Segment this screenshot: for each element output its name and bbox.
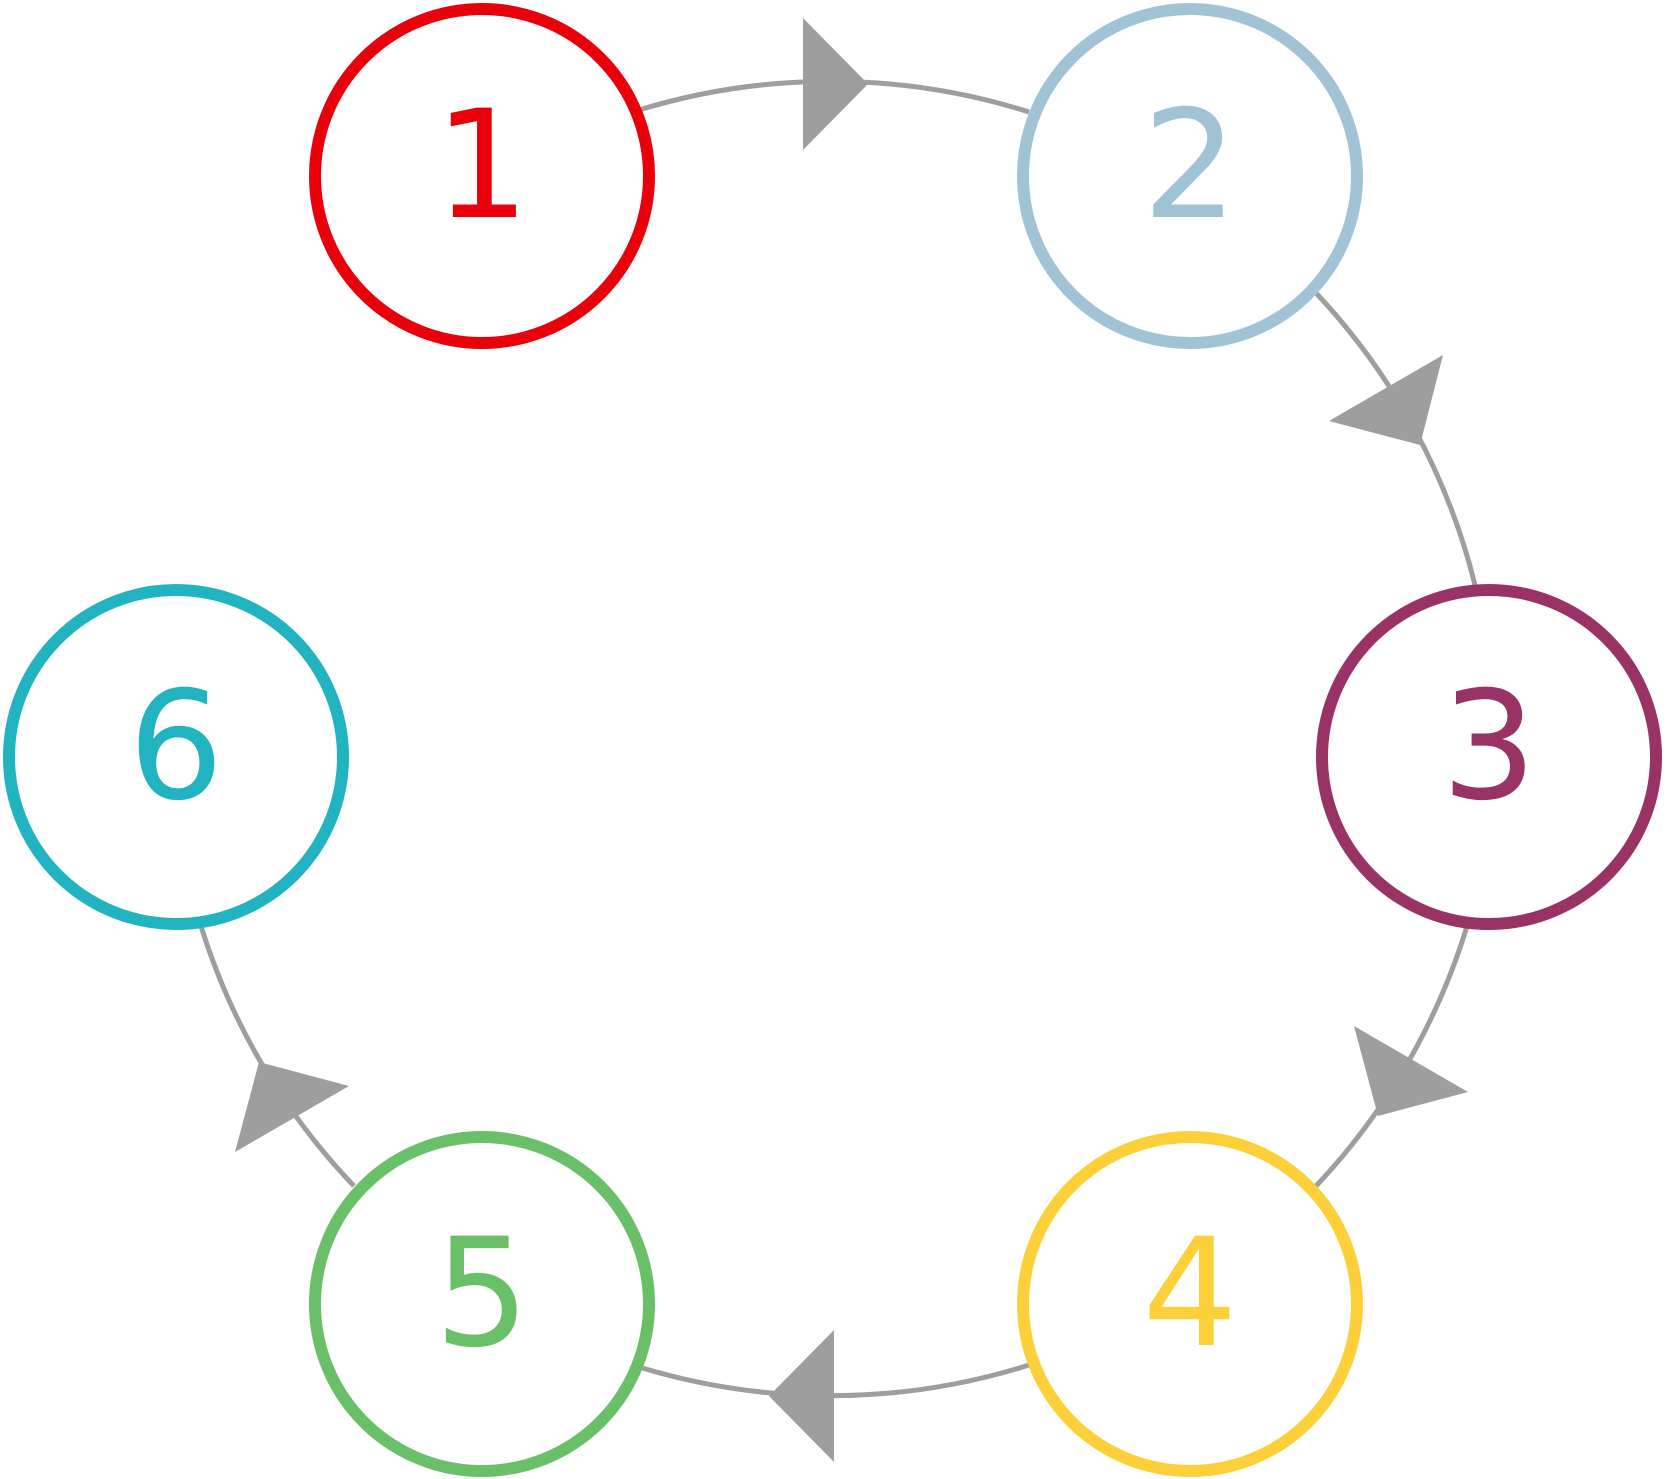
edges (198, 18, 1478, 1462)
node-3: 3 (1316, 584, 1662, 930)
node-1-circle (309, 3, 655, 349)
node-5-label: 5 (434, 1207, 529, 1381)
node-5-circle (309, 1131, 655, 1477)
node-3-label: 3 (1441, 660, 1536, 834)
edge-5-to-6 (198, 925, 356, 1188)
node-6: 6 (3, 584, 349, 930)
arrowhead-4-to-5 (769, 1330, 834, 1462)
node-5: 5 (309, 1131, 655, 1477)
edge-4-to-5 (638, 1362, 1030, 1399)
node-2-circle (1017, 3, 1363, 349)
node-4-label: 4 (1142, 1207, 1237, 1381)
arrowhead-5-to-6 (235, 1062, 349, 1152)
arrowhead-1-to-2 (803, 18, 868, 150)
node-3-circle (1316, 584, 1662, 930)
arrowhead-3-to-4 (1354, 1026, 1468, 1116)
node-6-circle (3, 584, 349, 930)
arrowhead-2-to-3 (1329, 355, 1443, 445)
node-6-label: 6 (128, 660, 223, 834)
node-4-circle (1017, 1131, 1363, 1477)
node-2: 2 (1017, 3, 1363, 349)
node-2-label: 2 (1142, 79, 1237, 253)
node-1: 1 (309, 3, 655, 349)
node-4: 4 (1017, 1131, 1363, 1477)
edge-2-to-3 (1314, 291, 1478, 586)
node-1-label: 1 (434, 79, 529, 253)
